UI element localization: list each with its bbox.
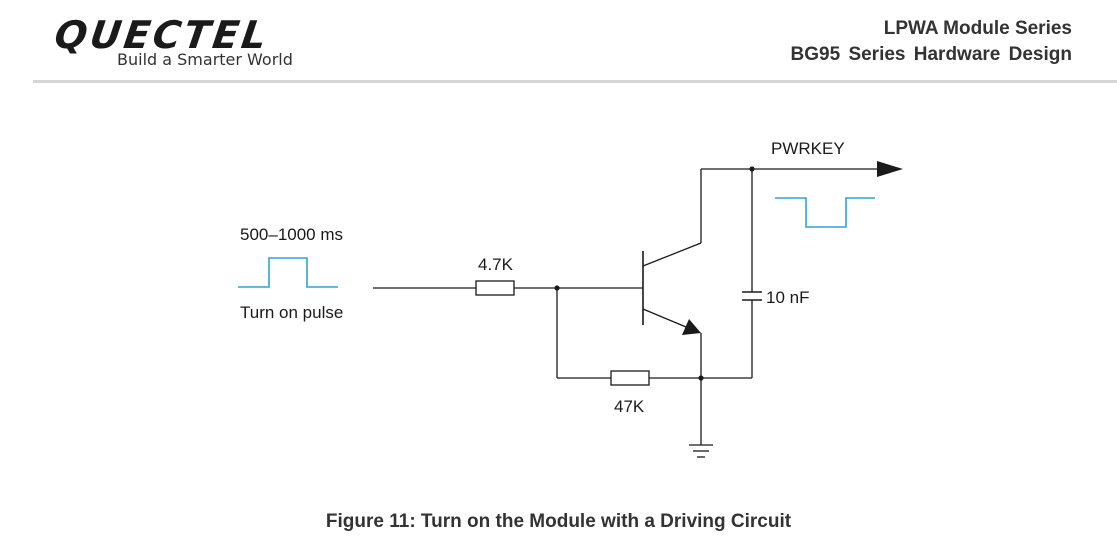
output-arrow-icon xyxy=(877,161,903,177)
transistor-emitter-leg xyxy=(643,309,686,327)
base-resistor-label: 4.7K xyxy=(478,255,514,274)
capacitor-label: 10 nF xyxy=(766,288,809,307)
base-resistor xyxy=(476,281,514,295)
output-pulse-waveform xyxy=(775,198,875,227)
figure-caption: Figure 11: Turn on the Module with a Dri… xyxy=(0,511,1117,533)
transistor-collector-leg xyxy=(643,243,701,266)
pulldown-resistor-label: 47K xyxy=(614,397,645,416)
pwrkey-label: PWRKEY xyxy=(771,139,845,158)
pulse-caption-label: Turn on pulse xyxy=(240,303,343,322)
pulldown-resistor xyxy=(611,371,649,385)
ground-icon xyxy=(689,445,713,457)
pulse-duration-label: 500–1000 ms xyxy=(240,225,343,244)
input-pulse-waveform xyxy=(238,258,338,287)
